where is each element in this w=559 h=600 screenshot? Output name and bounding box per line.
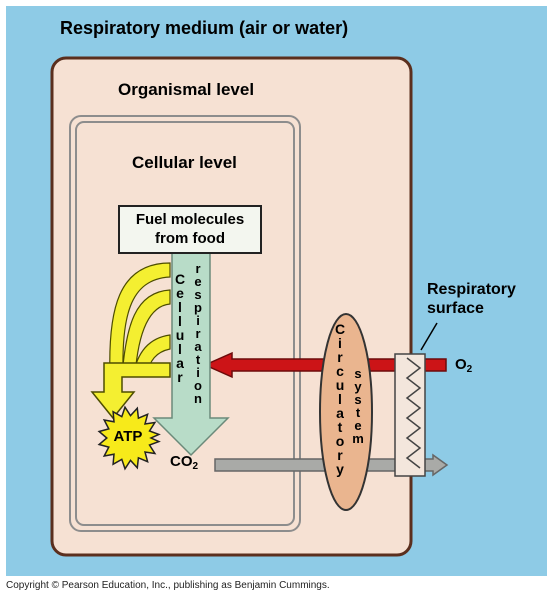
atp-feed-main-arrow xyxy=(90,362,171,420)
system-letter: s xyxy=(354,366,362,381)
system-letter: y xyxy=(354,379,362,394)
atp-starburst xyxy=(97,405,161,471)
circulatory-letter: o xyxy=(335,433,345,449)
cellular-letter: C xyxy=(174,271,186,287)
respiratory-surface-zigzag xyxy=(405,357,422,469)
circulatory-letter: C xyxy=(334,321,346,337)
cellular-letter: u xyxy=(175,327,185,343)
fuel-molecules-line2: from food xyxy=(155,230,225,247)
respiration-letter: r xyxy=(195,261,201,276)
respiration-letter: t xyxy=(195,352,201,367)
respiratory-surface-line1: Respiratory xyxy=(427,281,516,298)
cellular-letter: l xyxy=(178,299,182,315)
respiration-letter: i xyxy=(196,313,200,328)
cellular-letter: a xyxy=(176,355,184,371)
circulatory-letter: l xyxy=(338,391,342,407)
cellular-letter: r xyxy=(177,369,183,385)
respiratory-surface-pointer xyxy=(420,322,438,351)
system-letter: e xyxy=(354,418,362,433)
o2-subscript: 2 xyxy=(466,364,473,375)
cellular-letter: l xyxy=(178,341,182,357)
respiration-letter: i xyxy=(196,365,200,380)
respiratory-medium-label: Respiratory medium (air or water) xyxy=(60,18,349,38)
cellular-level-label: Cellular level xyxy=(132,153,237,172)
respiration-letter: r xyxy=(195,326,201,341)
cellular-letter: e xyxy=(176,285,184,301)
respiratory-surface-line2: surface xyxy=(427,300,484,317)
co2-label: CO2 xyxy=(170,453,198,472)
circulatory-letter: u xyxy=(335,377,345,393)
o2-main: O xyxy=(455,356,467,373)
circulatory-letter: r xyxy=(337,447,343,463)
circulatory-letter: a xyxy=(336,405,344,421)
respiration-letter: s xyxy=(194,287,202,302)
atp-label: ATP xyxy=(113,428,143,445)
cell-inner-membrane xyxy=(75,121,295,526)
system-letter: t xyxy=(355,405,361,420)
copyright-notice: Copyright © Pearson Education, Inc., pub… xyxy=(6,580,330,591)
circulatory-letter: c xyxy=(336,363,344,379)
circulatory-letter: r xyxy=(337,349,343,365)
respiration-letter: a xyxy=(194,339,202,354)
atp-feed-arrows xyxy=(90,262,171,420)
organismal-level-label: Organismal level xyxy=(118,80,255,99)
fuel-molecules-box xyxy=(118,205,262,254)
respiration-letter: p xyxy=(194,300,202,315)
circulatory-letter: t xyxy=(337,419,343,435)
circulatory-letter: i xyxy=(338,335,342,351)
fuel-molecules-line1: Fuel molecules xyxy=(135,211,245,228)
co2-subscript: 2 xyxy=(192,461,199,472)
cellular-letter: l xyxy=(178,313,182,329)
respiration-letter: e xyxy=(194,274,202,289)
fuel-molecules-label: Fuel molecules from food xyxy=(119,210,261,248)
o2-label: O2 xyxy=(455,356,472,375)
respiration-letter: n xyxy=(194,391,202,406)
system-letter: s xyxy=(354,392,362,407)
circulatory-system-ellipse xyxy=(319,313,373,511)
respiration-letter: o xyxy=(194,378,202,393)
cellular-respiration-arrow xyxy=(152,252,230,457)
circulatory-letter: y xyxy=(336,461,344,477)
system-letter: m xyxy=(352,431,364,446)
co2-main: CO xyxy=(170,453,193,470)
respiratory-surface-label: Respiratory surface xyxy=(427,280,516,318)
